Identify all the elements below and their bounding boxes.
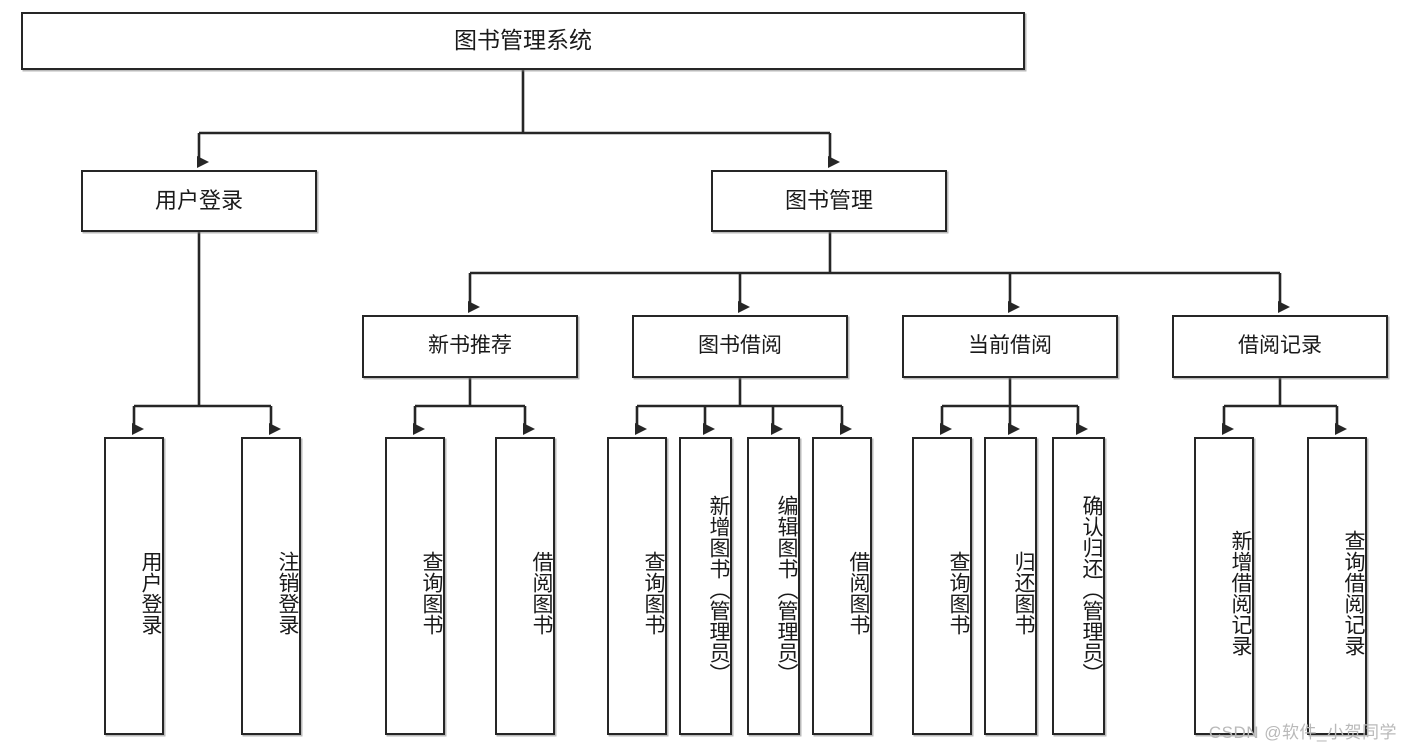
leaf-query-borrow-record[interactable]: 查询借阅记录 [1307,437,1367,735]
leaf-query-book-borrow[interactable]: 查询图书 [607,437,667,735]
node-book-borrow[interactable]: 图书借阅 [632,315,848,378]
watermark-credit: CSDN @软件_小贺同学 [1208,723,1397,742]
leaf-add-borrow-record[interactable]: 新增借阅记录 [1194,437,1254,735]
node-user-login[interactable]: 用户登录 [81,170,317,232]
leaf-edit-book-admin[interactable]: 编辑图书（管理员） [747,437,800,735]
node-borrow-record[interactable]: 借阅记录 [1172,315,1388,378]
leaf-add-book-admin[interactable]: 新增图书（管理员） [679,437,732,735]
leaf-user-login[interactable]: 用户登录 [104,437,164,735]
leaf-borrow-book-recommend[interactable]: 借阅图书 [495,437,555,735]
leaf-user-logout[interactable]: 注销登录 [241,437,301,735]
leaf-return-book[interactable]: 归还图书 [984,437,1037,735]
leaf-confirm-return-admin[interactable]: 确认归还（管理员） [1052,437,1105,735]
node-root-system[interactable]: 图书管理系统 [21,12,1025,70]
leaf-borrow-book[interactable]: 借阅图书 [812,437,872,735]
node-current-borrow[interactable]: 当前借阅 [902,315,1118,378]
leaf-query-book-current[interactable]: 查询图书 [912,437,972,735]
node-book-manage[interactable]: 图书管理 [711,170,947,232]
node-new-book-recommend[interactable]: 新书推荐 [362,315,578,378]
leaf-query-book-recommend[interactable]: 查询图书 [385,437,445,735]
